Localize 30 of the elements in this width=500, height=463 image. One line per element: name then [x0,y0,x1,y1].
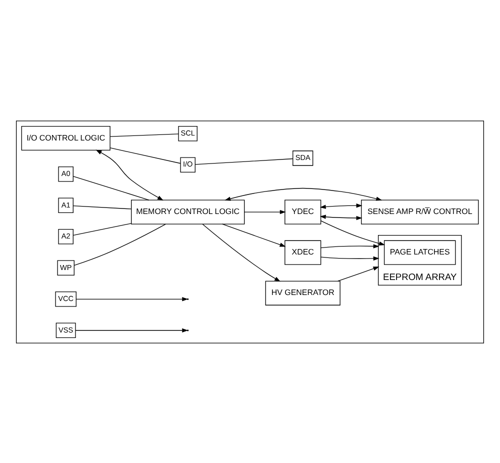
node-box: SCL [178,125,198,141]
connector [74,223,166,266]
node-box: A1 [58,197,74,213]
connector [110,133,179,136]
node-box: WP [57,260,74,276]
connector [110,147,181,164]
arrow [75,328,188,332]
node-box: I/O [180,156,196,172]
connector [72,175,150,200]
arrow [320,203,362,208]
arrow [320,244,380,248]
cluster [16,120,484,343]
arrow [96,149,164,200]
arrow [320,256,380,260]
node-box: VCC [55,291,76,306]
arrow [320,214,362,220]
arrow [244,209,286,214]
node-box: SDA [292,150,314,166]
connector [72,204,132,209]
node-box: A2 [58,228,74,244]
arrow [338,266,380,281]
arrow [224,187,382,200]
arrow [320,220,386,245]
arrow [76,296,188,301]
arrow [222,223,286,246]
connector [72,222,132,236]
node-box: A0 [58,166,74,182]
connector [194,158,294,164]
node-box: VSS [56,322,76,338]
arrow [202,223,280,282]
